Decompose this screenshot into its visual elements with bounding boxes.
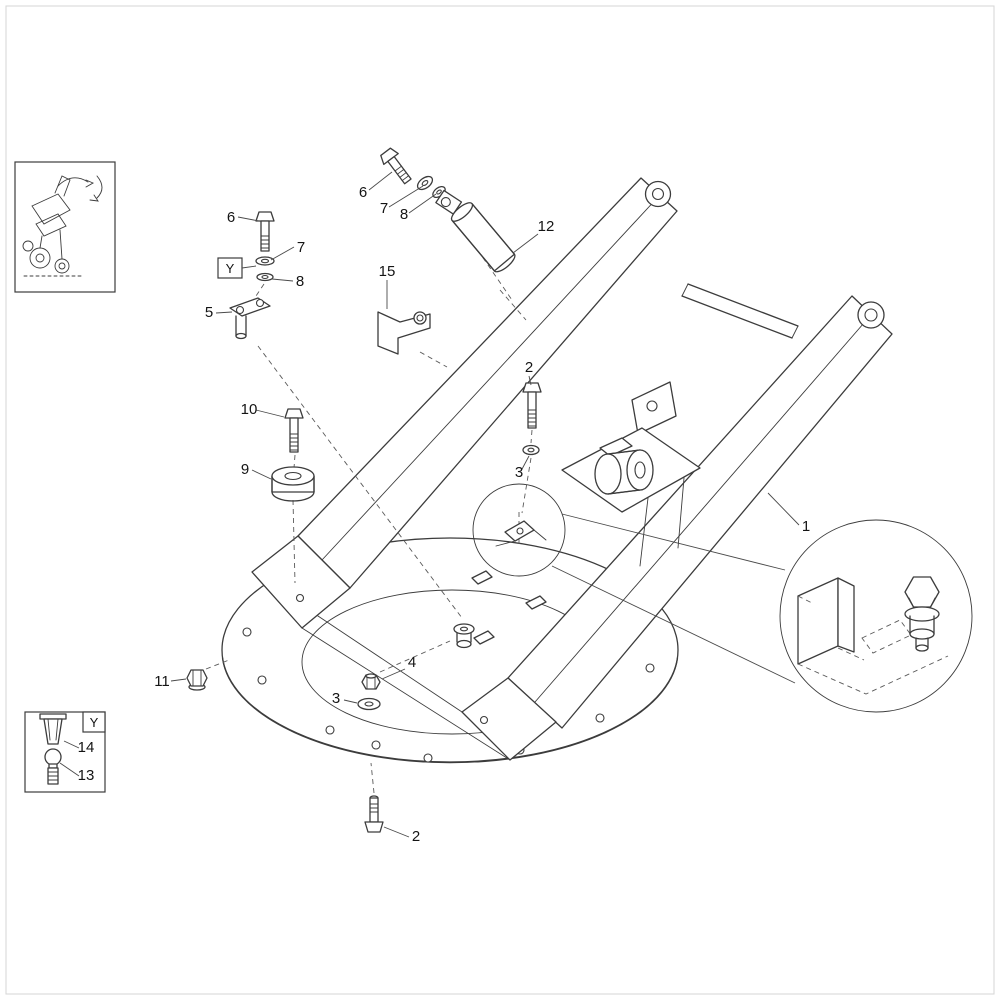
callout-11: 11: [154, 673, 170, 690]
washer-7-upper: [416, 175, 434, 191]
callout-15: 15: [379, 263, 396, 280]
clevis-pin-12: [435, 189, 516, 273]
callout-2-lower: 2: [412, 828, 420, 845]
detail-bracket: [797, 577, 839, 665]
deck-channel-edge: [301, 627, 511, 761]
bolt-10: [284, 408, 304, 453]
arm-left: [251, 177, 678, 629]
machine-thumbnail: [14, 161, 116, 293]
callout-7-upper: 7: [380, 200, 388, 217]
leader-line: [241, 265, 257, 269]
callout-2-upper: 2: [525, 359, 533, 376]
arrow-icon: [85, 179, 95, 188]
callout-9: 9: [241, 461, 249, 478]
bolt-6-left: [255, 211, 275, 252]
zoom-ray-lower: [551, 565, 796, 684]
arm-right-gusset: [461, 677, 557, 761]
callout-10: 10: [241, 401, 258, 418]
reference-box-lower: [24, 711, 106, 793]
y-label-box-lower: [82, 711, 106, 733]
callout-8-upper: 8: [400, 206, 408, 223]
frame-weldment: [251, 177, 893, 761]
washer-8-left: [256, 272, 274, 282]
callout-12: 12: [538, 218, 555, 235]
callout-6-upper: 6: [359, 184, 367, 201]
callout-7-left: 7: [297, 239, 305, 256]
y-label-upper: Y: [226, 261, 235, 276]
bolt-2-upper: [522, 382, 542, 429]
detail-bolt: [904, 576, 940, 652]
callout-8-left: 8: [296, 273, 304, 290]
detail-circle-large: [779, 519, 973, 713]
washer-3-lower: [357, 697, 381, 711]
bolt-2-lower: [364, 795, 384, 833]
callout-6-left: 6: [227, 209, 235, 226]
bushing-9: [271, 466, 315, 502]
center-mount: [561, 381, 701, 567]
detail-circle-small: [472, 483, 566, 577]
callout-1: 1: [802, 518, 810, 535]
washer-7-left: [255, 256, 275, 266]
latch-lever-5: [229, 297, 271, 340]
callout-14: 14: [78, 739, 95, 756]
clamp-14: [39, 713, 67, 745]
deck-tabs: [471, 570, 547, 645]
nut-11: [186, 669, 208, 691]
callout-5: 5: [205, 304, 213, 321]
ball-stud-13: [44, 748, 62, 785]
callout-13: 13: [78, 767, 95, 784]
deck-stud: [453, 623, 475, 649]
page-border: [5, 5, 995, 995]
roller: [594, 449, 654, 495]
arrow-icon: [89, 194, 99, 202]
bolt-6-upper: [380, 147, 412, 185]
bracket-15: [377, 311, 431, 355]
callout-labels: 6 7 8 12 6 7 8 Y 5 15 2 3 10 9 1 11 4 3 …: [78, 184, 811, 845]
deck-rim: [221, 657, 679, 764]
pivot-hole: [864, 308, 878, 322]
arm-right: [461, 295, 893, 761]
washer-3-upper: [522, 444, 540, 456]
callout-4: 4: [408, 654, 416, 671]
zoom-ray-upper: [561, 513, 786, 571]
pivot-hole: [651, 187, 665, 201]
y-label-lower: Y: [90, 715, 99, 730]
cross-brace: [681, 283, 799, 339]
leader-lines: [59, 171, 800, 838]
arm-left-gusset: [251, 535, 351, 629]
nut-4: [361, 673, 381, 690]
callout-3-upper: 3: [515, 464, 523, 481]
callout-3-lower: 3: [332, 690, 340, 707]
